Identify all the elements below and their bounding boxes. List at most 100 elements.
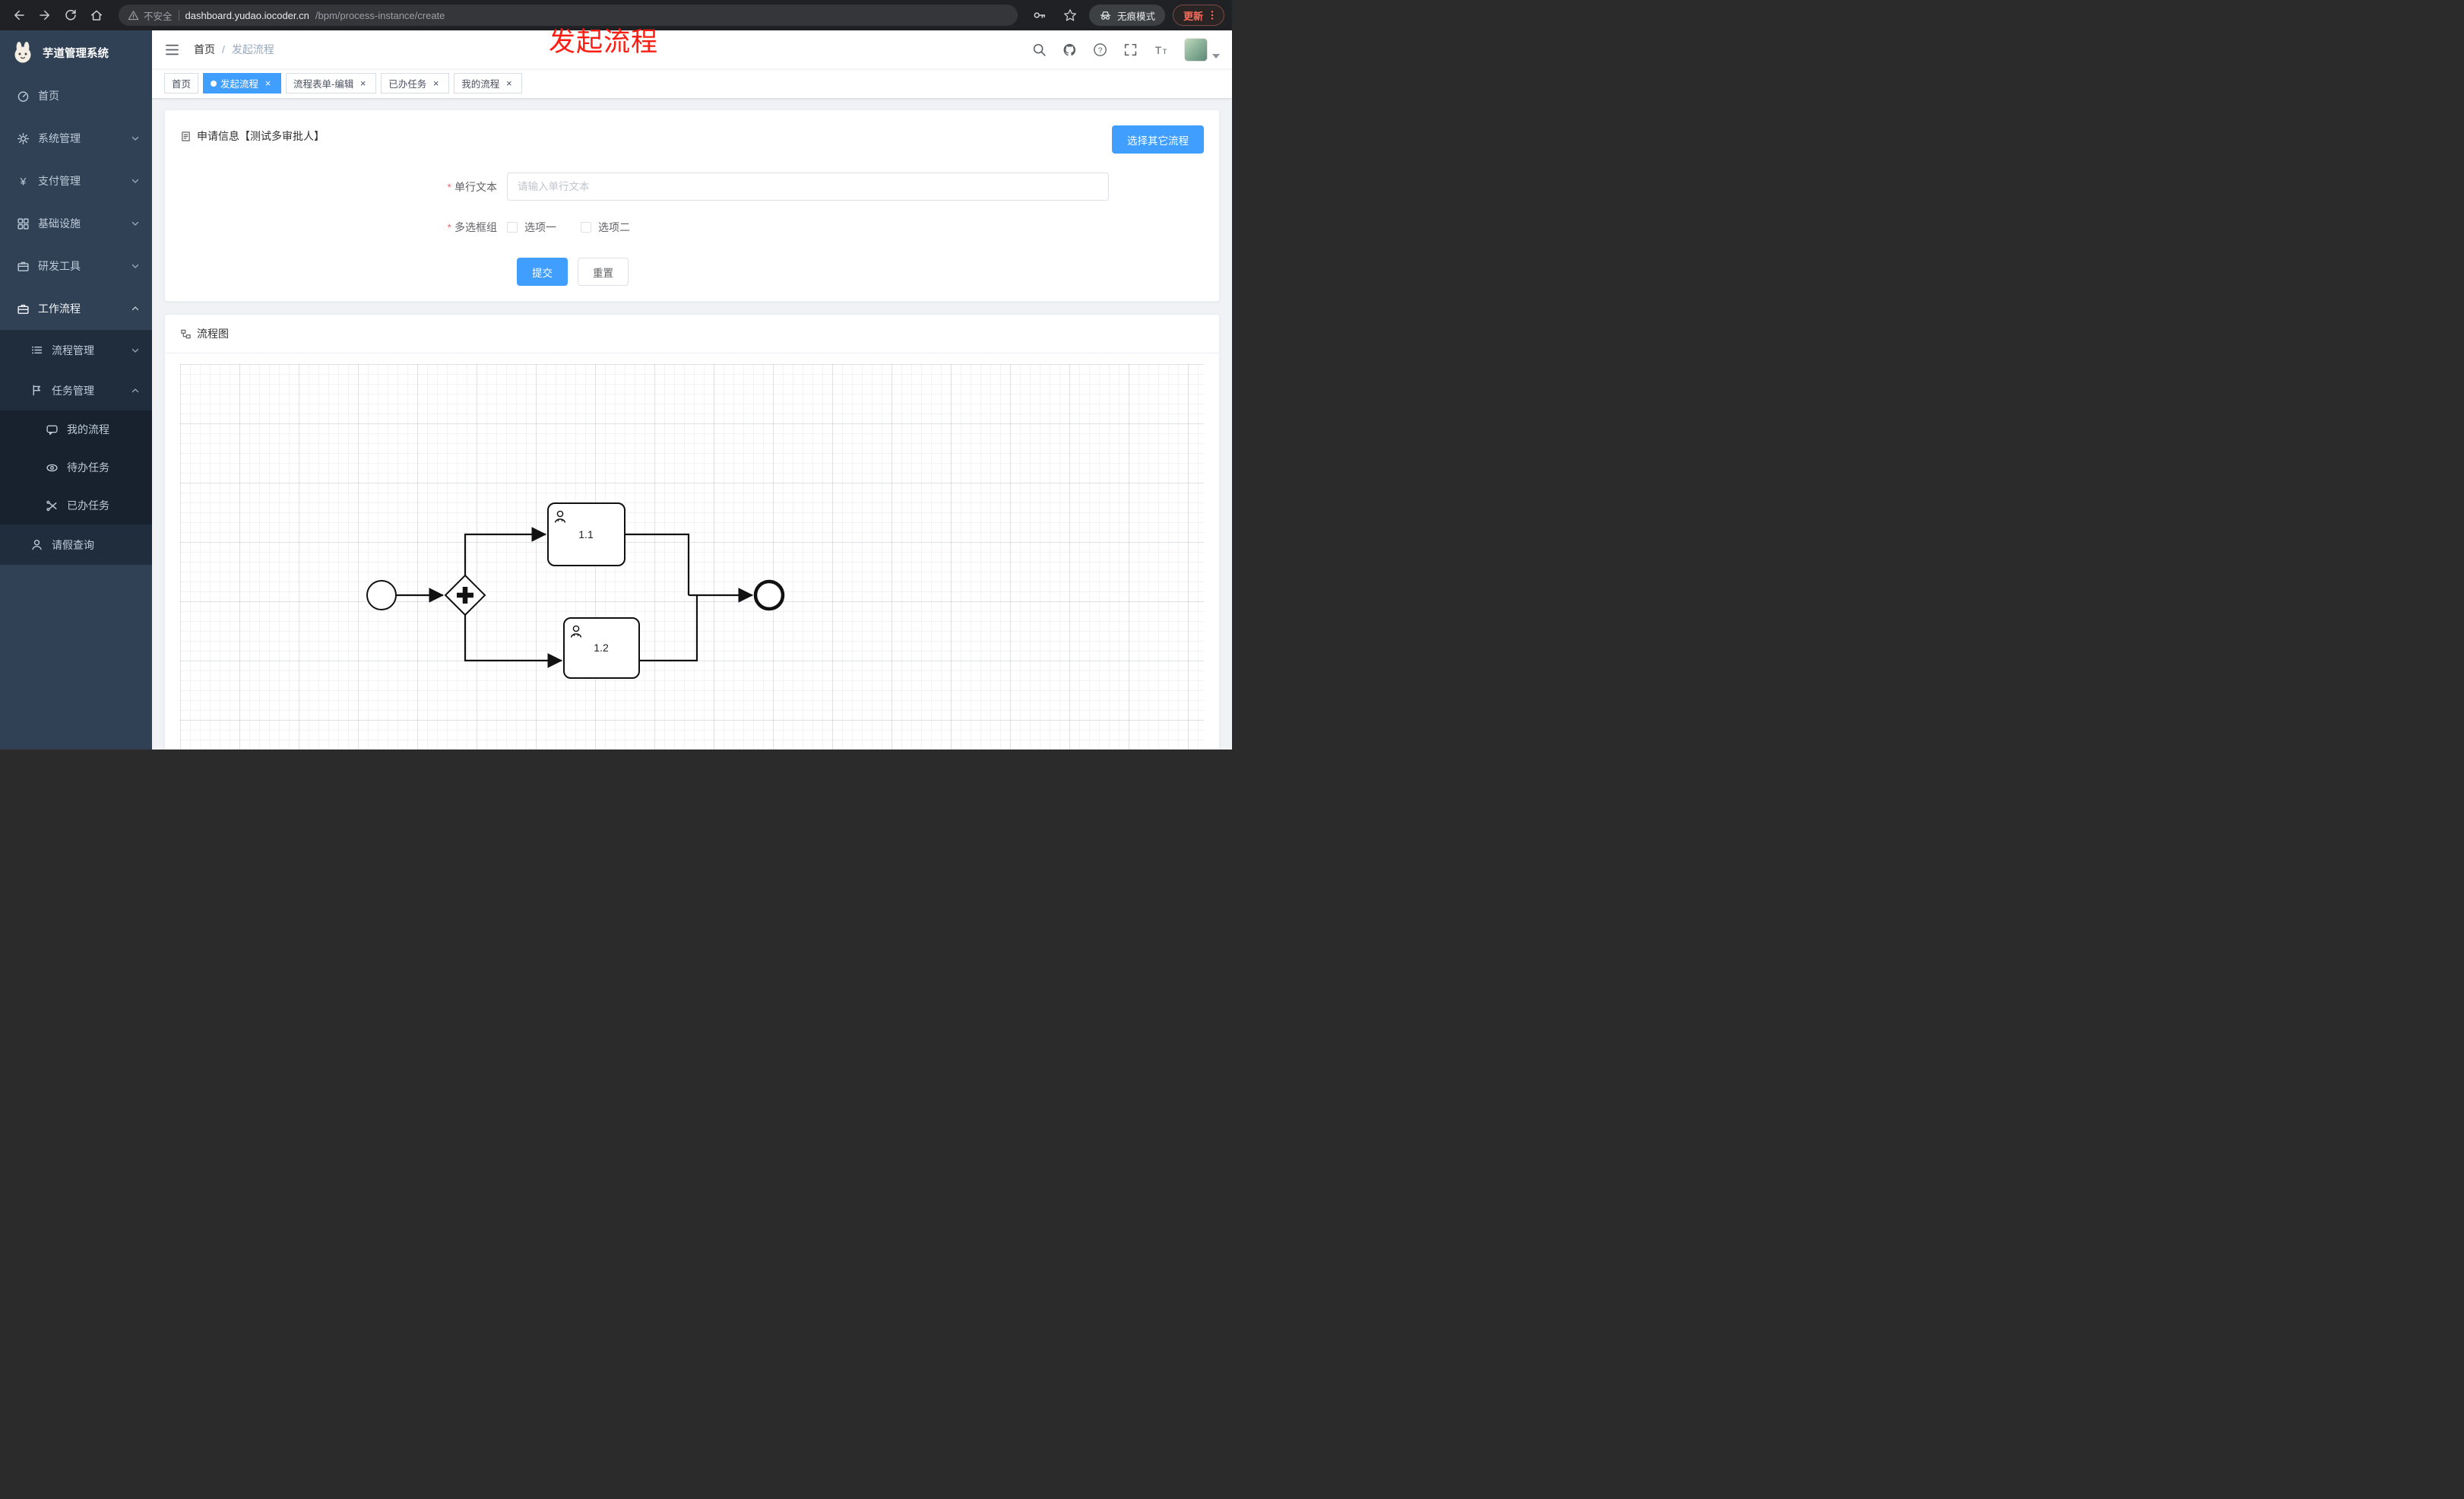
app-logo[interactable]: 芋道管理系统: [0, 30, 152, 74]
close-icon[interactable]: ×: [359, 78, 366, 89]
eye-icon: [46, 464, 58, 471]
sidebar-item-process-management[interactable]: 流程管理: [0, 330, 152, 370]
plus-icon: [457, 587, 473, 604]
avatar[interactable]: [1184, 37, 1208, 62]
home-button[interactable]: [85, 4, 108, 27]
svg-text:¥: ¥: [20, 175, 27, 187]
user-menu[interactable]: [1184, 37, 1220, 62]
sidebar-item-payment-management[interactable]: ¥ 支付管理: [0, 160, 152, 202]
task-1-1-label: 1.1: [578, 528, 594, 540]
help-icon[interactable]: ?: [1093, 43, 1107, 57]
reload-icon: [65, 9, 76, 21]
sidebar-item-label: 请假查询: [52, 538, 94, 551]
checkbox-group-row: *多选框组 选项一 选项二: [180, 220, 1204, 235]
security-label: 不安全: [144, 11, 173, 22]
url-host: dashboard.yudao.iocoder.cn: [185, 9, 309, 21]
briefcase-icon: [17, 304, 29, 314]
fullscreen-icon[interactable]: [1123, 43, 1138, 57]
text-field-row: *单行文本: [180, 173, 1204, 201]
user-task-1-1-node: 1.1: [547, 502, 626, 566]
browser-update-button[interactable]: 更新: [1172, 5, 1224, 26]
close-icon[interactable]: ×: [264, 78, 271, 89]
checkbox-box[interactable]: [507, 222, 518, 233]
sidebar-item-task-management[interactable]: 任务管理: [0, 370, 152, 410]
start-event-node: [366, 580, 397, 610]
search-icon[interactable]: [1032, 43, 1047, 57]
reset-button[interactable]: 重置: [578, 258, 629, 286]
svg-text:T: T: [1163, 47, 1167, 55]
workflow-submenu: 流程管理 任务管理 我的流程 待办任务: [0, 330, 152, 565]
sidebar-item-home[interactable]: 首页: [0, 74, 152, 117]
svg-text:T: T: [1155, 44, 1162, 56]
single-line-text-input[interactable]: [507, 173, 1109, 201]
home-icon: [91, 10, 102, 21]
sidebar-item-label: 首页: [38, 90, 59, 102]
sidebar-item-workflow[interactable]: 工作流程: [0, 287, 152, 330]
person-icon: [32, 540, 42, 550]
sidebar-item-todo-tasks[interactable]: 待办任务: [0, 448, 152, 486]
browser-toolbar-right: 无痕模式 更新: [1028, 4, 1224, 27]
password-key-button[interactable]: [1028, 4, 1051, 27]
close-icon[interactable]: ×: [432, 78, 439, 89]
sidebar-toggle-button[interactable]: [164, 42, 180, 58]
sidebar-item-leave-query[interactable]: 请假查询: [0, 524, 152, 565]
breadcrumb-home-link[interactable]: 首页: [194, 43, 215, 55]
sidebar-item-my-process[interactable]: 我的流程: [0, 410, 152, 448]
url-path: /bpm/process-instance/create: [315, 9, 445, 21]
sequence-flows: [396, 527, 754, 668]
sidebar-item-label: 待办任务: [67, 461, 109, 474]
incognito-label: 无痕模式: [1116, 11, 1155, 22]
forward-button[interactable]: [33, 4, 56, 27]
select-other-process-button[interactable]: 选择其它流程: [1112, 125, 1204, 154]
reload-button[interactable]: [59, 4, 82, 27]
bpmn-canvas: 1.1 1.2: [180, 364, 1204, 750]
tab-my-process[interactable]: 我的流程 ×: [454, 73, 523, 93]
breadcrumb: 首页 / 发起流程: [194, 42, 274, 57]
checkbox-group-label: *多选框组: [447, 221, 497, 233]
app-root: 芋道管理系统 首页 系统管理 ¥ 支付管理 基础设施: [0, 30, 1232, 750]
back-button[interactable]: [8, 4, 30, 27]
scissors-icon: [46, 500, 57, 511]
sidebar-item-system-management[interactable]: 系统管理: [0, 117, 152, 160]
end-event-node: [753, 579, 785, 611]
flow-task1-to-join: [625, 533, 690, 595]
chevron-up-icon: [131, 388, 139, 392]
sidebar-item-infrastructure[interactable]: 基础设施: [0, 202, 152, 245]
required-mark: *: [447, 180, 451, 193]
logo-image: [14, 42, 31, 63]
sidebar-item-dev-tools[interactable]: 研发工具: [0, 245, 152, 287]
diagram-card-title: 流程图: [197, 328, 229, 340]
chevron-down-icon: [131, 348, 139, 353]
tab-home[interactable]: 首页: [164, 73, 199, 93]
site-security-chip[interactable]: 不安全: [128, 8, 173, 23]
avatar-dropdown-caret[interactable]: [1212, 53, 1220, 59]
page-content: 申请信息【测试多审批人】 选择其它流程 *单行文本 *多选框组: [152, 99, 1232, 750]
checkbox-option1[interactable]: 选项一: [507, 220, 556, 235]
checkbox-option2[interactable]: 选项二: [581, 220, 630, 235]
application-form-card: 申请信息【测试多审批人】 选择其它流程 *单行文本 *多选框组: [164, 109, 1220, 302]
address-bar[interactable]: 不安全 dashboard.yudao.iocoder.cn /bpm/proc…: [119, 5, 1018, 26]
text-field-label: *单行文本: [447, 180, 497, 193]
tab-label: 发起流程: [220, 79, 259, 90]
bpmn-diagram: 1.1 1.2: [366, 502, 785, 679]
bookmark-button[interactable]: [1059, 4, 1082, 27]
sidebar-item-label: 工作流程: [38, 303, 81, 315]
tab-label: 我的流程: [461, 79, 500, 90]
flowchart-icon: [181, 329, 191, 338]
tab-process-form-edit[interactable]: 流程表单-编辑 ×: [286, 73, 377, 93]
tab-initiate-process[interactable]: 发起流程 ×: [203, 73, 282, 93]
task-1-2-label: 1.2: [594, 642, 609, 654]
chat-bubble-icon: [46, 424, 58, 435]
github-icon[interactable]: [1063, 43, 1077, 57]
tab-done-tasks[interactable]: 已办任务 ×: [381, 73, 450, 93]
sidebar-item-done-tasks[interactable]: 已办任务: [0, 486, 152, 524]
submit-button[interactable]: 提交: [517, 258, 568, 286]
process-diagram-card: 流程图: [164, 314, 1220, 750]
form-card-header: 申请信息【测试多审批人】 选择其它流程: [180, 125, 1204, 154]
chevron-down-icon: [131, 264, 139, 268]
checkbox-box[interactable]: [581, 222, 591, 233]
close-icon[interactable]: ×: [505, 78, 512, 89]
dashboard-icon: [17, 90, 29, 102]
